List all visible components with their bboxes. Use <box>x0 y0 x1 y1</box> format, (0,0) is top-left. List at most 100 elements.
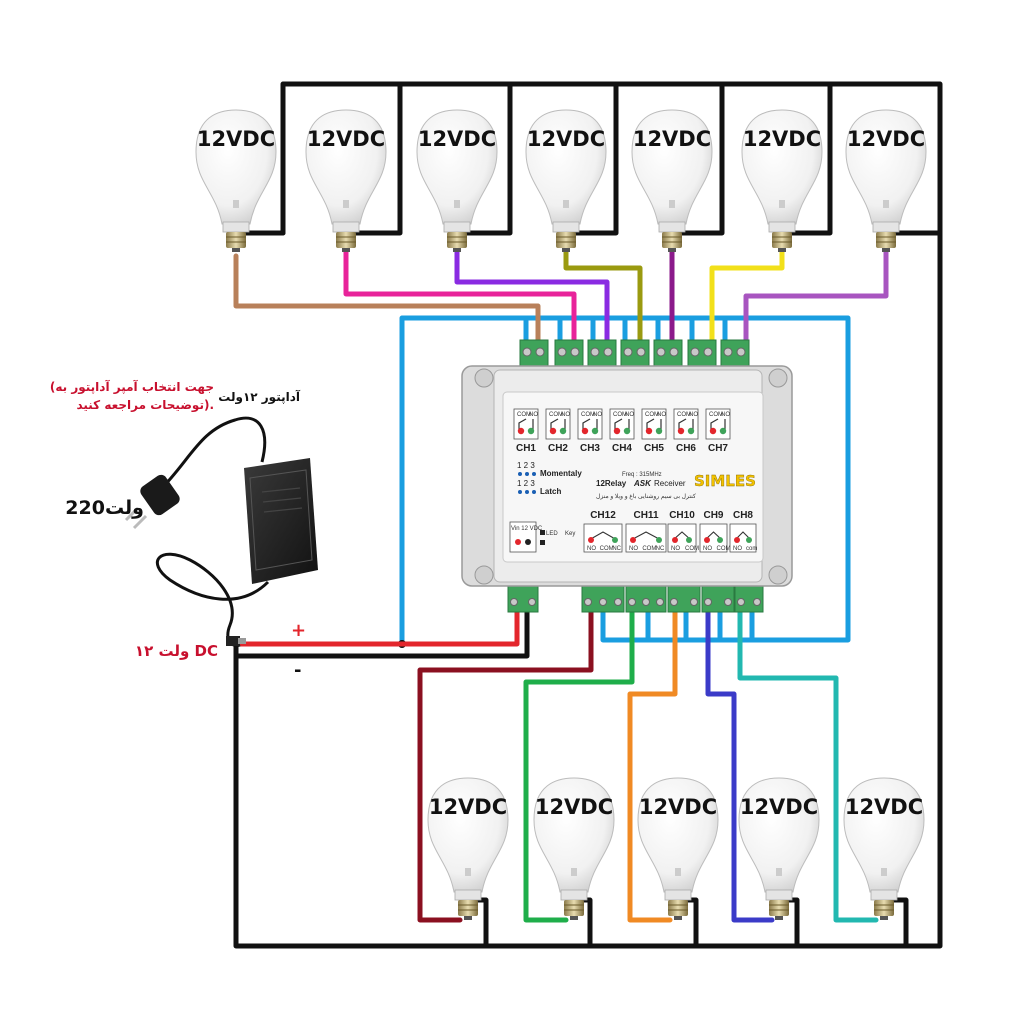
brand-logo: SIMLES <box>694 472 756 490</box>
mode-numbers-2: 1 2 3 <box>517 479 535 488</box>
bottom-bulb-2: 12VDC <box>533 777 615 920</box>
channel-label: CH2 <box>548 443 568 454</box>
channel-label: CH7 <box>708 443 728 454</box>
top-bulb-3: 12VDC <box>416 109 498 252</box>
terminal-label: NO <box>733 546 742 552</box>
terminal-label: NO <box>587 546 596 552</box>
bulb-voltage-label: 12VDC <box>639 795 717 819</box>
terminal-label: COM <box>642 546 656 552</box>
bulb-globe-icon <box>637 777 719 893</box>
terminal-label: NC <box>656 546 665 552</box>
dc-output-label: ۱۲ ولت DC <box>135 642 218 660</box>
bottom-bulb-4: 12VDC <box>738 777 820 920</box>
terminal-label: COM <box>677 412 691 418</box>
top-bulb-7: 12VDC <box>845 109 927 252</box>
bulb-voltage-label: 12VDC <box>197 127 275 151</box>
terminal-label: COM <box>549 412 563 418</box>
channel-label: CH12 <box>590 510 616 521</box>
bulb-voltage-label: 12VDC <box>429 795 507 819</box>
mode-momentary-label: Momentaly <box>540 469 582 478</box>
bottom-channel-wires <box>417 609 879 923</box>
bulb-base-icon <box>668 900 688 916</box>
power-adapter: (جهت انتخاب آمپر آداپتور به توضیحات مراج… <box>50 379 318 681</box>
bulb-base-icon <box>336 232 356 248</box>
bulb-globe-icon <box>195 109 277 225</box>
terminal-label: NO <box>529 412 538 418</box>
top-relay-symbols: COMNOCH1COMNOCH2COMNOCH3COMNOCH4COMNOCH5… <box>513 408 731 454</box>
bulb-voltage-label: 12VDC <box>535 795 613 819</box>
terminal-label: NO <box>629 546 638 552</box>
bulb-base-icon <box>458 900 478 916</box>
bulb-voltage-label: 12VDC <box>740 795 818 819</box>
channel-label: CH4 <box>612 443 632 454</box>
power-label: Vin 12 VDC <box>511 526 543 532</box>
terminal-label: NO <box>689 412 698 418</box>
channel-label: CH1 <box>516 443 536 454</box>
terminal-label: NO <box>561 412 570 418</box>
top-bulb-4: 12VDC <box>525 109 607 252</box>
bulb-globe-icon <box>843 777 925 893</box>
input-voltage-label: 220ولت <box>65 497 144 519</box>
channel-label: CH10 <box>669 510 695 521</box>
top-bulb-6: 12VDC <box>741 109 823 252</box>
positive-wire <box>233 609 520 647</box>
freq-label: Freq : 315MHz <box>622 472 662 478</box>
bulb-base-icon <box>226 232 246 248</box>
led-label: LED <box>546 531 558 537</box>
top-channel-wires <box>233 243 889 351</box>
bulb-base-icon <box>662 232 682 248</box>
adapter-title: آداپتور ۱۲ولت <box>218 389 301 405</box>
adapter-note-line1: (جهت انتخاب آمپر آداپتور به <box>50 379 214 395</box>
bottom-bulb-3: 12VDC <box>637 777 719 920</box>
channel-label: CH9 <box>703 510 723 521</box>
bulb-voltage-label: 12VDC <box>633 127 711 151</box>
bulb-base-icon <box>874 900 894 916</box>
model-label: 12Relay <box>596 479 627 488</box>
bulb-globe-icon <box>533 777 615 893</box>
bulb-base-icon <box>769 900 789 916</box>
bulb-globe-icon <box>845 109 927 225</box>
bulb-voltage-label: 12VDC <box>847 127 925 151</box>
adapter-body-icon <box>244 458 318 584</box>
terminal-label: COM <box>517 412 531 418</box>
terminal-label: NC <box>612 546 621 552</box>
bulb-globe-icon <box>738 777 820 893</box>
bulb-base-icon <box>447 232 467 248</box>
receiver-label: Receiver <box>654 479 686 488</box>
bulb-voltage-label: 12VDC <box>307 127 385 151</box>
terminal-label: COM <box>685 546 699 552</box>
terminal-label: COM <box>581 412 595 418</box>
channel-label: CH8 <box>733 510 753 521</box>
bulb-globe-icon <box>427 777 509 893</box>
ask-label: ASK <box>633 479 652 488</box>
bulb-globe-icon <box>631 109 713 225</box>
mode-latch-label: Latch <box>540 487 561 496</box>
key-label: Key <box>565 531 575 537</box>
channel-label: CH3 <box>580 443 600 454</box>
wall-plug-icon <box>124 474 180 530</box>
terminal-label: NO <box>593 412 602 418</box>
channel-label: CH5 <box>644 443 664 454</box>
terminal-label: COM <box>717 546 731 552</box>
top-bulb-5: 12VDC <box>631 109 713 252</box>
bulb-voltage-label: 12VDC <box>527 127 605 151</box>
terminal-label: COM <box>600 546 614 552</box>
bulb-base-icon <box>564 900 584 916</box>
bulb-globe-icon <box>416 109 498 225</box>
bulb-globe-icon <box>741 109 823 225</box>
bulb-base-icon <box>772 232 792 248</box>
